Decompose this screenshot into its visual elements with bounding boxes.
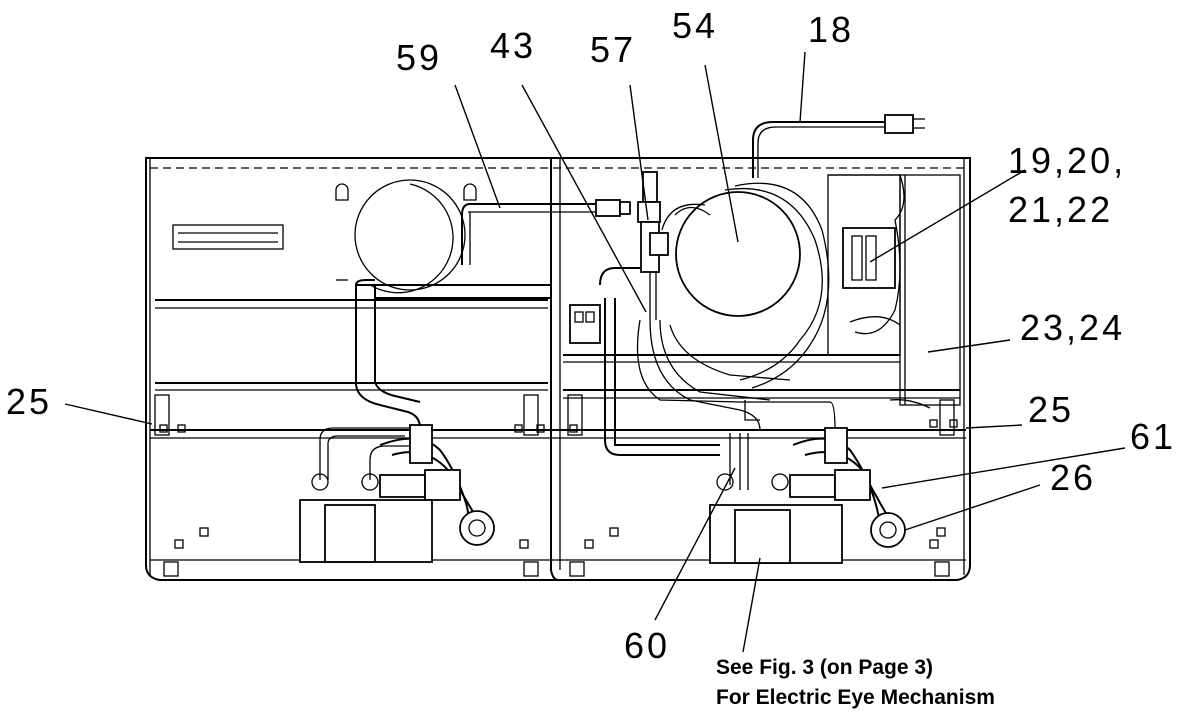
callout-labels: 59 43 57 54 18 19,20, 21,22 23,24 25 25 … <box>6 5 1176 709</box>
power-cord <box>752 114 925 178</box>
callout-54: 54 <box>672 5 718 46</box>
callout-21-22: 21,22 <box>1008 189 1113 230</box>
compressor-54 <box>661 182 830 389</box>
callout-26: 26 <box>1050 457 1096 498</box>
callout-18: 18 <box>808 9 854 50</box>
note-line-1: See Fig. 3 (on Page 3) <box>716 656 933 679</box>
callout-43: 43 <box>490 25 536 66</box>
callout-23-24: 23,24 <box>1020 307 1125 348</box>
panel-23-24 <box>889 174 961 409</box>
note-line-2: For Electric Eye Mechanism <box>716 686 995 709</box>
callout-59: 59 <box>396 37 442 78</box>
callout-19-20: 19,20, <box>1008 140 1126 181</box>
top-panel <box>172 179 477 294</box>
leader-lines <box>64 51 1126 653</box>
valve-57 <box>637 171 669 320</box>
cabinet-frame <box>145 157 971 581</box>
callout-57: 57 <box>590 29 636 70</box>
tubing-bundle <box>599 267 836 490</box>
callout-60: 60 <box>624 625 670 666</box>
left-water-pipe <box>355 199 631 429</box>
left-solenoid-assembly <box>299 424 495 563</box>
fan-motor <box>827 174 905 356</box>
callout-25-right: 25 <box>1028 389 1074 430</box>
switch-box <box>569 304 601 344</box>
right-solenoid-assembly <box>709 427 906 564</box>
callout-25-left: 25 <box>6 381 52 422</box>
callout-61: 61 <box>1130 416 1176 457</box>
